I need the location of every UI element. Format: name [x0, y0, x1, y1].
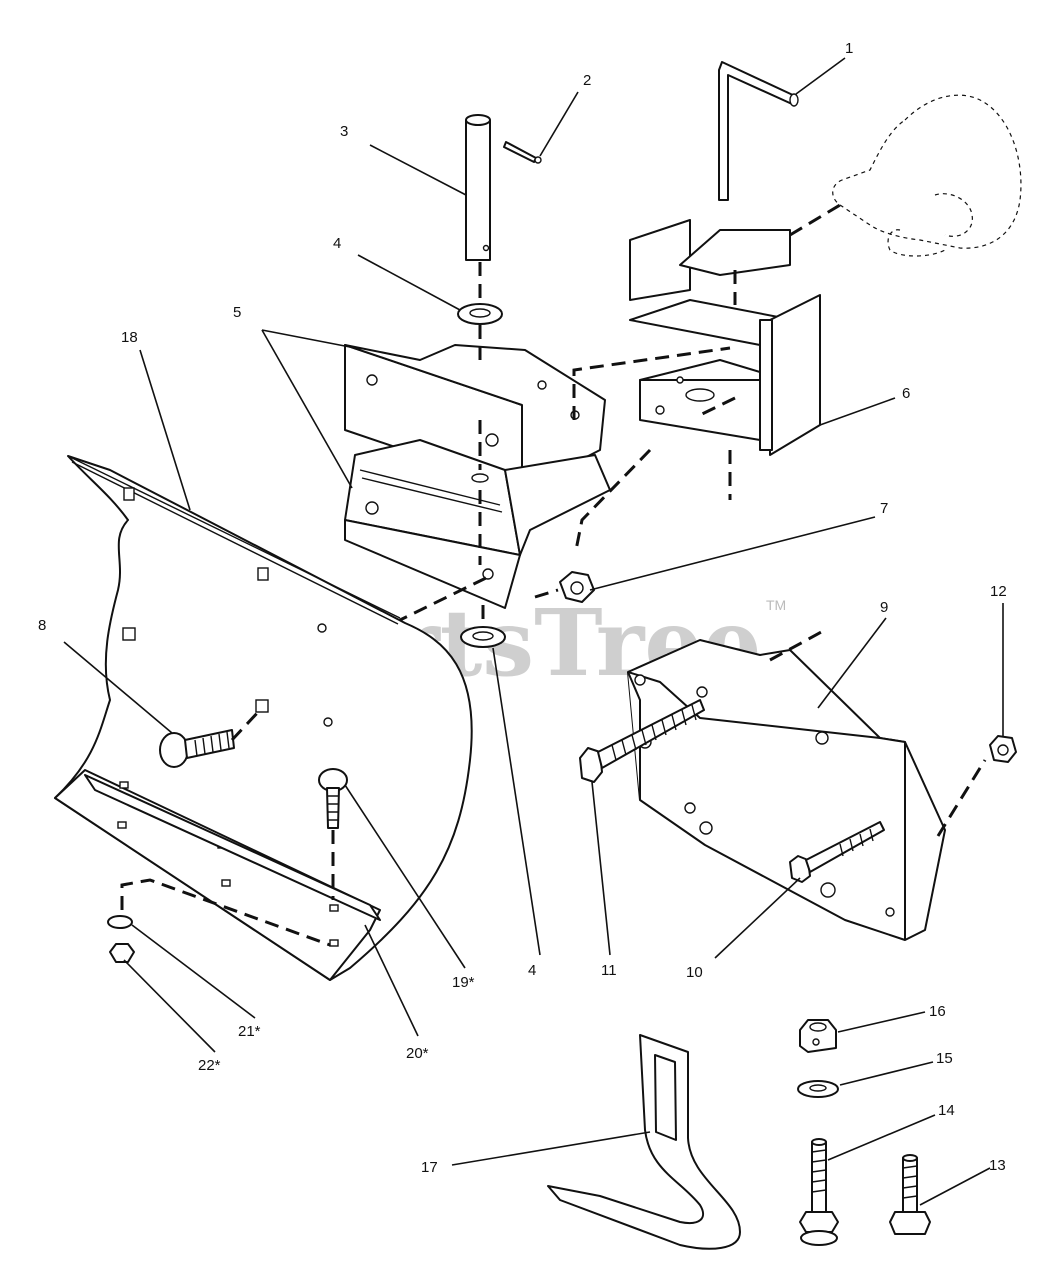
washer-part-15: [797, 1080, 839, 1098]
callout-8: 8: [38, 617, 46, 634]
callout-12: 12: [990, 583, 1007, 600]
callout-20: 20*: [406, 1045, 429, 1062]
callout-19: 19*: [452, 974, 475, 991]
callout-18: 18: [121, 329, 138, 346]
mounting-plate-part-9: [627, 639, 946, 941]
callout-1: 1: [845, 40, 853, 57]
hex-bolt-part-13: [889, 1154, 931, 1235]
hitch-pin-part-1: [718, 61, 799, 201]
callout-22: 22*: [198, 1057, 221, 1074]
callout-7: 7: [880, 500, 888, 517]
callout-4-lower: 4: [528, 962, 536, 979]
wear-bar-part-20: [84, 774, 381, 921]
callout-10: 10: [686, 964, 703, 981]
nut-part-12: [989, 735, 1017, 763]
carriage-bolt-part-14: [799, 1138, 839, 1246]
plow-blade-part-18: [54, 455, 473, 981]
bracket-upper-part-5: [344, 344, 606, 491]
callouts: 1 2 3 4 5 6 7 8 9 10 11 12 13 14 15 16: [38, 40, 1007, 1206]
tine-part-17: [547, 1034, 741, 1250]
hex-bolt-part-10: [789, 821, 885, 883]
carriage-bolt-part-19: [318, 768, 348, 829]
callout-9: 9: [880, 599, 888, 616]
callout-4-upper: 4: [333, 235, 341, 252]
hex-bolt-part-11: [579, 699, 705, 783]
callout-3: 3: [340, 123, 348, 140]
callout-11: 11: [601, 962, 617, 979]
carriage-bolt-part-8: [159, 729, 235, 768]
callout-6: 6: [902, 385, 910, 402]
cotter-pin-part-2: [503, 141, 542, 164]
lock-nut-part-16: [799, 1019, 837, 1053]
engine-outline: [832, 94, 1022, 257]
bracket-lower-part-5: [344, 439, 611, 609]
hitch-bracket-part-6: [629, 219, 821, 456]
washer-lower-part-4: [460, 626, 506, 648]
pin-part-3: [465, 114, 491, 261]
nut-part-7: [559, 571, 595, 603]
lock-washer-part-21: [107, 915, 133, 929]
callout-14: 14: [938, 1102, 955, 1119]
watermark-trademark: TM: [766, 597, 786, 613]
callout-17: 17: [421, 1159, 438, 1176]
callout-21: 21*: [238, 1023, 261, 1040]
washer-upper-part-4: [457, 303, 503, 325]
callout-13: 13: [989, 1157, 1006, 1174]
callout-5: 5: [233, 304, 241, 321]
assembly-lines: [120, 203, 987, 947]
callout-2: 2: [583, 72, 591, 89]
callout-15: 15: [936, 1050, 953, 1067]
callout-16: 16: [929, 1003, 946, 1020]
nut-part-22: [109, 943, 135, 963]
